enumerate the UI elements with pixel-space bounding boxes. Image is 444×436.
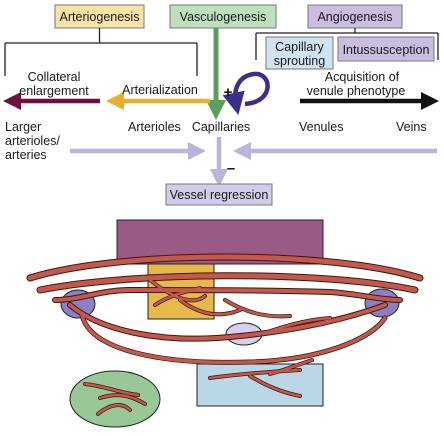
veins-label: Veins xyxy=(396,120,427,134)
acquisition-label-line2: venule phenotype xyxy=(307,84,406,98)
arteriogenesis-box: Arteriogenesis xyxy=(54,4,145,29)
capillary-sprouting-box: Capillary sprouting xyxy=(265,36,334,70)
larger-label-line1: Larger xyxy=(5,120,41,134)
vessel-regression-label: Vessel regression xyxy=(170,188,269,202)
angiogenesis-label: Angiogenesis xyxy=(317,10,392,24)
arteriogenesis-bracket xyxy=(4,28,198,76)
capillary-sprouting-line1: Capillary xyxy=(275,40,324,54)
curved-arrow xyxy=(222,71,270,116)
angiogenesis-bracket xyxy=(255,28,439,60)
capillary-sprouting-line2: sprouting xyxy=(274,54,325,68)
acquisition-label-line1: Acquisition of xyxy=(325,70,400,84)
intussusception-label: Intussusception xyxy=(343,43,430,57)
plus-sign: + xyxy=(224,84,233,101)
larger-label-line2: arterioles/ xyxy=(5,134,60,148)
vasculogenesis-box: Vasculogenesis xyxy=(169,4,277,29)
vasculogenesis-label: Vasculogenesis xyxy=(180,10,267,24)
collateral-label-line2: enlargement xyxy=(19,84,89,98)
arteriogenesis-label: Arteriogenesis xyxy=(60,10,140,24)
venules-label: Venules xyxy=(299,120,343,134)
arterialization-label: Arterialization xyxy=(122,83,198,97)
vasculogenesis-patch xyxy=(69,370,161,428)
angiogenesis-box: Angiogenesis xyxy=(307,4,403,29)
vessel-network xyxy=(26,253,424,416)
capillaries-label: Capillaries xyxy=(192,120,250,134)
minus-sign: – xyxy=(227,160,235,177)
intussusception-box: Intussusception xyxy=(337,36,435,62)
collateral-label-line1: Collateral xyxy=(28,70,81,84)
arterioles-label: Arterioles xyxy=(128,120,181,134)
vessel-regression-box: Vessel regression xyxy=(165,183,273,206)
capillary-sprouting-patch xyxy=(196,363,324,407)
larger-label-line3: arteries xyxy=(5,148,47,162)
